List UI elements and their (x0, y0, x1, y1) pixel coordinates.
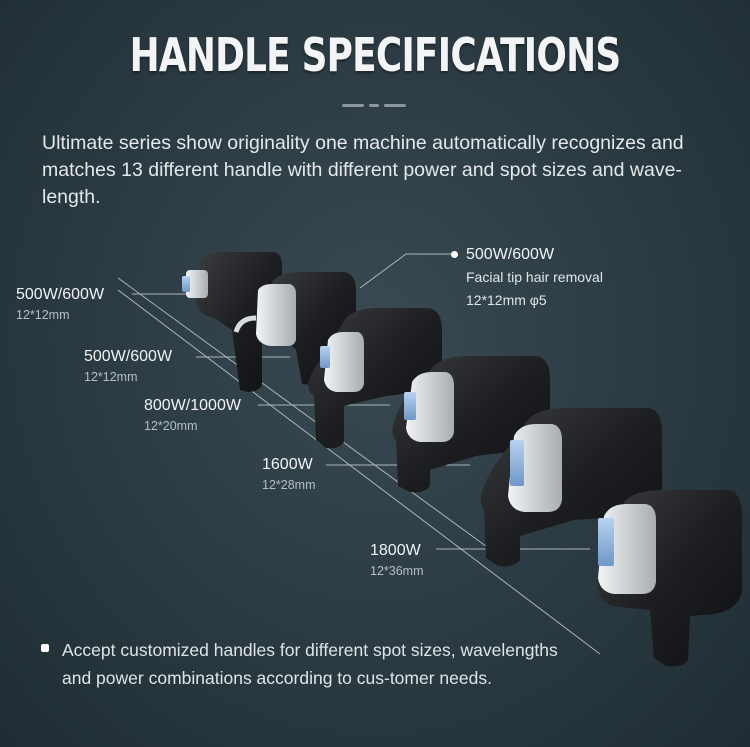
handle-5-power: 1800W (370, 542, 421, 559)
handle-4-spot: 12*28mm (262, 478, 316, 492)
intro-text: Ultimate series show originality one mac… (42, 132, 684, 208)
footer-note: Accept customized handles for different … (62, 640, 558, 688)
handle-4 (392, 356, 550, 493)
facial-tip-power: 500W/600W (466, 246, 555, 263)
facial-tip-description: Facial tip hair removal (466, 269, 603, 285)
handle-2 (233, 272, 356, 385)
handle-label-3: 800W/1000W 12*20mm (144, 397, 241, 433)
handle-4-power: 1600W (262, 456, 313, 473)
handle-5 (480, 408, 662, 567)
facial-tip-spot: 12*12mm φ5 (466, 292, 547, 308)
handle-label-4: 1600W 12*28mm (262, 456, 316, 492)
handle-2-power: 500W/600W (84, 348, 173, 365)
handle-3-power: 800W/1000W (144, 397, 241, 414)
facial-tip-callout: 500W/600W Facial tip hair removal 12*12m… (451, 246, 603, 310)
bullet-dot (451, 251, 458, 258)
handle-2-spot: 12*12mm (84, 370, 138, 384)
handle-3 (308, 308, 442, 449)
handle-1-spot: 12*12mm (16, 308, 70, 322)
handle-label-2: 500W/600W 12*12mm (84, 348, 172, 384)
handle-6 (597, 490, 742, 667)
handle-5-spot: 12*36mm (370, 564, 424, 578)
handle-1-power: 500W/600W (16, 286, 105, 303)
handle-label-1: 500W/600W 12*12mm (16, 286, 104, 322)
handle-3-spot: 12*20mm (144, 419, 198, 433)
handle-label-5: 1800W 12*36mm (370, 542, 424, 578)
bullet-dot (41, 644, 49, 652)
page-title: HANDLE SPECIFICATIONS (129, 28, 622, 82)
